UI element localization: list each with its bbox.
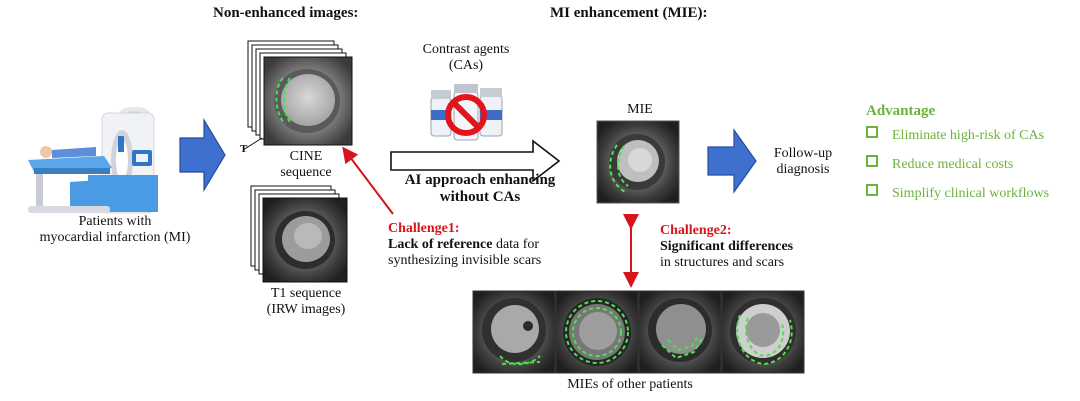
- patient-caption: Patients with myocardial infarction (MI): [30, 214, 200, 246]
- contrast-agents-line2: (CAs): [448, 58, 484, 74]
- mie-image: [596, 120, 680, 204]
- t-axis-label: T: [240, 143, 248, 155]
- advantage-item: Reduce medical costs: [866, 155, 1013, 173]
- ai-approach-line1: AI approach enhancing: [404, 172, 556, 188]
- non-enhanced-header: Non-enhanced images:: [213, 5, 359, 21]
- challenge1-title: Challenge1:: [388, 221, 460, 236]
- challenge1-bold-text: Lack of reference: [388, 237, 493, 253]
- checkbox-icon: [866, 184, 878, 196]
- challenge1-text: data for: [492, 237, 540, 253]
- followup-line1: Follow-up: [773, 146, 833, 161]
- ai-approach-label: AI approach enhancing without CAs: [380, 172, 580, 207]
- cine-caption-line1: CINE: [289, 149, 323, 164]
- prohibition-icon: [445, 94, 487, 136]
- challenge2-line2: in structures and scars: [660, 255, 785, 271]
- checkbox-icon: [866, 126, 878, 138]
- other-patients-mie-strip: [472, 290, 805, 374]
- cine-caption: CINE sequence: [270, 149, 342, 181]
- contrast-agents-line1: Contrast agents: [422, 42, 510, 57]
- contrast-agent-vials-icon: [430, 84, 503, 141]
- patient-caption-line2: myocardial infarction (MI): [39, 230, 191, 246]
- contrast-agents-label: Contrast agents (CAs): [408, 42, 524, 74]
- other-patients-caption: MIEs of other patients: [567, 377, 693, 392]
- challenge2-line1: Significant differences: [660, 239, 794, 255]
- challenge1-line2: synthesizing invisible scars: [388, 253, 542, 269]
- advantage-item-label: Reduce medical costs: [892, 157, 1014, 172]
- advantage-item-label: Simplify clinical workflows: [892, 186, 1050, 201]
- patient-caption-line1: Patients with: [78, 214, 152, 229]
- advantage-item: Eliminate high-risk of CAs: [866, 126, 1044, 144]
- arrow-patient-to-images: [179, 117, 226, 193]
- arrow-mie-to-diagnosis: [707, 128, 757, 194]
- advantage-title: Advantage: [866, 103, 936, 119]
- ai-approach-arrow: [390, 139, 561, 183]
- challenge2-title: Challenge2:: [660, 223, 732, 238]
- t1-caption-line1: T1 sequence: [270, 286, 342, 301]
- t1-caption-line2: (IRW images): [266, 302, 346, 318]
- t-axis-line: [242, 137, 263, 151]
- followup-label: Follow-up diagnosis: [755, 146, 851, 178]
- mie-label: MIE: [627, 102, 653, 117]
- challenge1-arrow: [342, 146, 394, 215]
- cine-image-stack: [247, 40, 353, 146]
- ai-approach-line2: without CAs: [439, 189, 521, 206]
- followup-line2: diagnosis: [776, 162, 830, 178]
- challenge2-block: Challenge2: Significant differences in s…: [660, 223, 793, 271]
- challenge1-block: Challenge1: Lack of reference data for s…: [388, 221, 541, 269]
- mi-enhancement-header: MI enhancement (MIE):: [550, 5, 708, 21]
- t1-caption: T1 sequence (IRW images): [254, 286, 358, 318]
- advantage-item: Simplify clinical workflows: [866, 184, 1049, 202]
- mri-scanner-icon: [28, 107, 158, 214]
- cine-caption-line2: sequence: [280, 165, 332, 181]
- advantage-item-label: Eliminate high-risk of CAs: [892, 128, 1045, 143]
- t1-image-stack: [250, 185, 348, 283]
- checkbox-icon: [866, 155, 878, 167]
